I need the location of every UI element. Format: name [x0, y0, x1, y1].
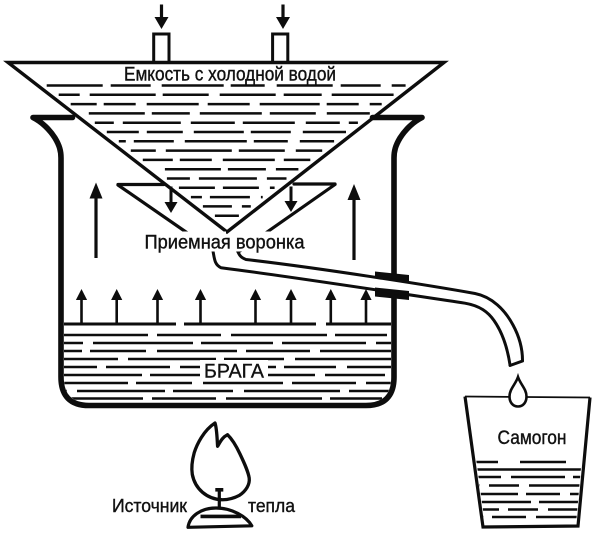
svg-text:БРАГА: БРАГА — [204, 361, 264, 383]
svg-text:Емкость с холодной водой: Емкость с холодной водой — [124, 65, 336, 86]
svg-text:Приемная воронка: Приемная воронка — [145, 232, 305, 254]
svg-text:Источник: Источник — [112, 495, 188, 516]
svg-text:тепла: тепла — [248, 495, 296, 516]
svg-text:Самогон: Самогон — [498, 428, 567, 449]
